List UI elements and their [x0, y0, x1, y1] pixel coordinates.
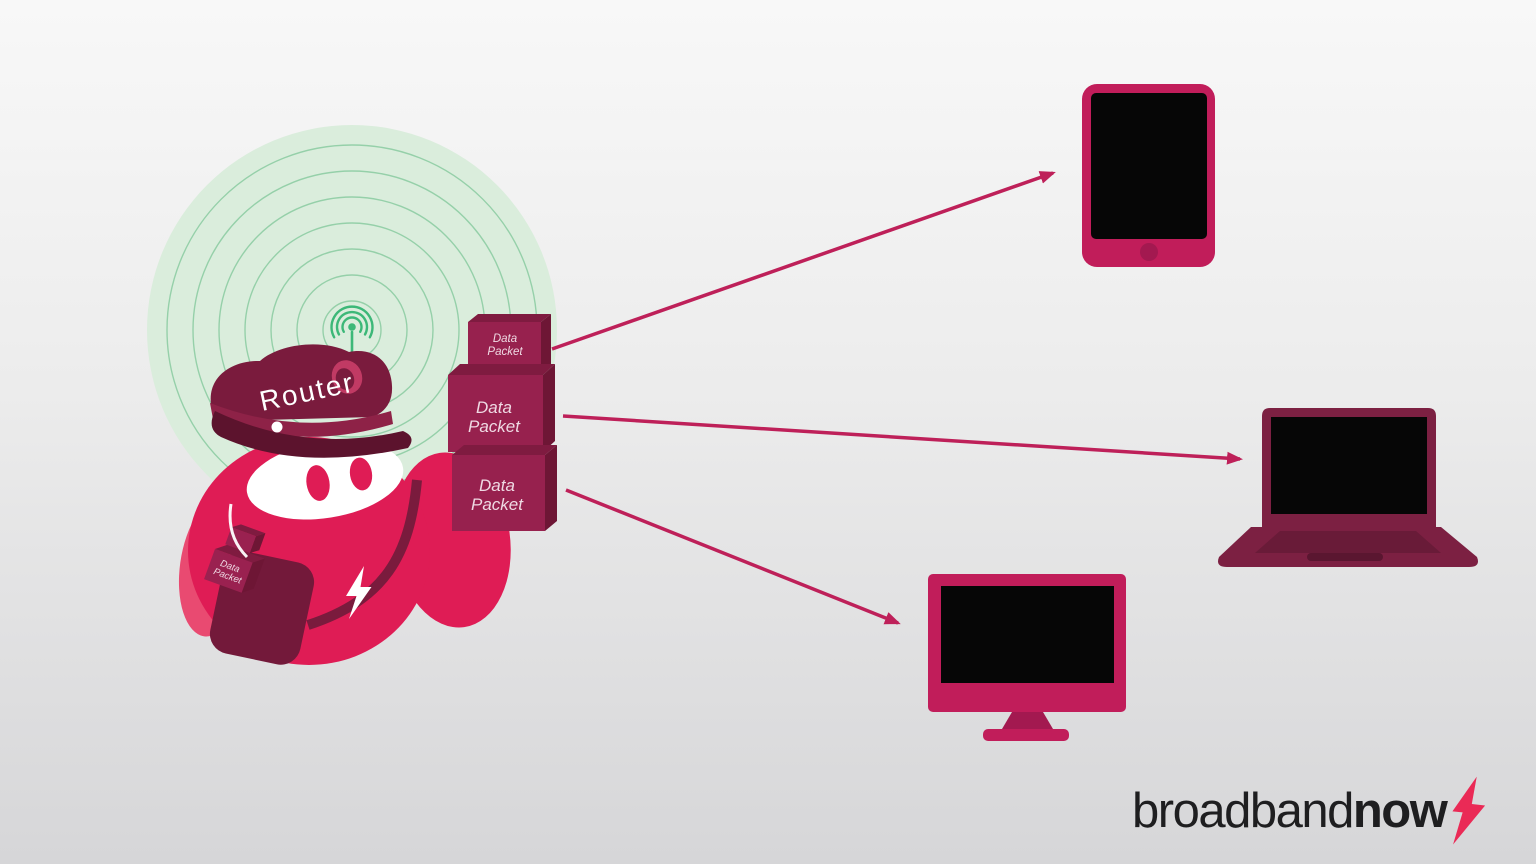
laptop-trackpad [1307, 553, 1383, 561]
data-packet-box-top: Data Packet [468, 314, 551, 372]
arrow-to-laptop [562, 414, 1243, 465]
lightning-bolt-icon [346, 566, 372, 619]
packet-label-line2: Packet [468, 417, 521, 436]
packet-label-line1: Data [476, 398, 512, 417]
monitor-stand-neck [1002, 712, 1053, 729]
packet-label-line1: Data [479, 476, 515, 495]
wifi-broadcast-icon [330, 305, 374, 354]
arrow-to-monitor [565, 488, 901, 625]
data-packet-box-middle: Data Packet [448, 364, 555, 452]
logo-lightning-icon [1452, 776, 1486, 845]
tablet-screen [1091, 93, 1207, 239]
laptop-device [1218, 408, 1478, 567]
hat-visor [211, 411, 412, 458]
tablet-home-button [1140, 243, 1158, 261]
hat-button [271, 421, 283, 433]
logo-text-bold: now [1352, 783, 1448, 838]
laptop-keyboard [1255, 531, 1441, 553]
router-hat: Router [210, 344, 412, 458]
data-packet-stack: Data Packet Data Packet Data Packet [448, 314, 557, 531]
data-flow-arrows [551, 171, 1243, 625]
hat-badge-inner [335, 368, 355, 390]
desktop-monitor-device [928, 574, 1126, 741]
data-packet-box-bottom: Data Packet [452, 445, 557, 531]
monitor-screen [941, 586, 1114, 683]
packet-label-line2: Packet [471, 495, 524, 514]
strap-highlight [228, 503, 249, 559]
tablet-device [1082, 84, 1215, 267]
packet-label-line2: Packet [487, 346, 523, 358]
arrow-to-tablet [551, 171, 1056, 351]
mascot-right-eye [349, 457, 373, 491]
monitor-stand-base [983, 729, 1069, 741]
bag-packet-stack: Data Packet [204, 524, 266, 593]
bag-strap [306, 479, 422, 630]
logo-text-regular: broadband [1132, 783, 1354, 838]
laptop-screen [1271, 417, 1427, 514]
packet-label-line1: Data [493, 333, 517, 345]
mascot-left-eye [306, 465, 330, 501]
